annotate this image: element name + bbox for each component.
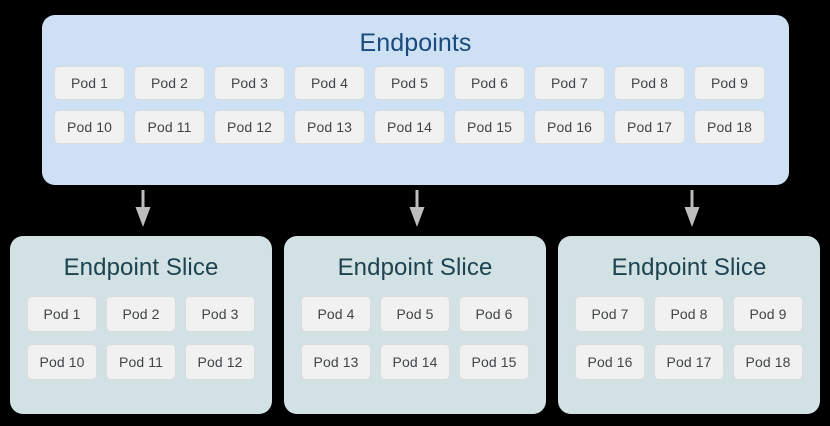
- endpoint-slice-title: Endpoint Slice: [337, 254, 493, 281]
- arrow-to-slice-1-icon: [132, 190, 154, 228]
- pod-chip[interactable]: Pod 11: [134, 110, 205, 144]
- pod-chip[interactable]: Pod 4: [294, 66, 365, 100]
- pod-chip[interactable]: Pod 11: [106, 344, 176, 380]
- pod-chip[interactable]: Pod 17: [654, 344, 724, 380]
- pod-chip[interactable]: Pod 15: [459, 344, 529, 380]
- endpoints-container: Endpoints Pod 1 Pod 2 Pod 3 Pod 4 Pod 5 Pod 6…: [42, 15, 789, 185]
- pod-chip[interactable]: Pod 6: [459, 296, 529, 332]
- pod-chip[interactable]: Pod 8: [614, 66, 685, 100]
- pod-chip[interactable]: Pod 3: [214, 66, 285, 100]
- pod-chip[interactable]: Pod 1: [27, 296, 97, 332]
- pod-chip[interactable]: Pod 10: [27, 344, 97, 380]
- pod-chip[interactable]: Pod 7: [575, 296, 645, 332]
- pod-chip[interactable]: Pod 14: [380, 344, 450, 380]
- pod-chip[interactable]: Pod 8: [654, 296, 724, 332]
- pod-chip[interactable]: Pod 18: [694, 110, 765, 144]
- pod-chip[interactable]: Pod 9: [694, 66, 765, 100]
- pod-chip[interactable]: Pod 6: [454, 66, 525, 100]
- endpoints-pod-grid: Pod 1 Pod 2 Pod 3 Pod 4 Pod 5 Pod 6 Pod 7 Pod 8…: [54, 66, 777, 144]
- pod-chip[interactable]: Pod 7: [534, 66, 605, 100]
- pod-chip[interactable]: Pod 5: [380, 296, 450, 332]
- pod-chip[interactable]: Pod 13: [301, 344, 371, 380]
- endpoints-title: Endpoints: [359, 29, 472, 57]
- endpoint-slice-title: Endpoint Slice: [63, 254, 219, 281]
- pod-chip[interactable]: Pod 13: [294, 110, 365, 144]
- pod-chip[interactable]: Pod 2: [134, 66, 205, 100]
- pod-chip[interactable]: Pod 12: [185, 344, 255, 380]
- pod-chip[interactable]: Pod 14: [374, 110, 445, 144]
- pod-chip[interactable]: Pod 2: [106, 296, 176, 332]
- endpoint-slice-title: Endpoint Slice: [611, 254, 767, 281]
- pod-chip[interactable]: Pod 17: [614, 110, 685, 144]
- pod-chip[interactable]: Pod 12: [214, 110, 285, 144]
- pod-chip[interactable]: Pod 4: [301, 296, 371, 332]
- arrow-to-slice-2-icon: [406, 190, 428, 228]
- pod-chip[interactable]: Pod 1: [54, 66, 125, 100]
- pod-chip[interactable]: Pod 5: [374, 66, 445, 100]
- pod-chip[interactable]: Pod 9: [733, 296, 803, 332]
- pod-chip[interactable]: Pod 3: [185, 296, 255, 332]
- pod-chip[interactable]: Pod 18: [733, 344, 803, 380]
- pod-chip[interactable]: Pod 16: [534, 110, 605, 144]
- pod-chip[interactable]: Pod 15: [454, 110, 525, 144]
- pod-chip[interactable]: Pod 16: [575, 344, 645, 380]
- pod-chip[interactable]: Pod 10: [54, 110, 125, 144]
- arrow-to-slice-3-icon: [681, 190, 703, 228]
